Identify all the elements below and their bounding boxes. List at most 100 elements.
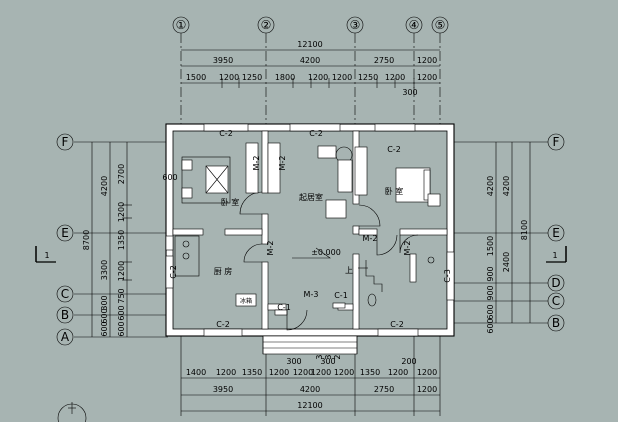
dim-bottom-detail-5: 1200 xyxy=(293,368,313,377)
label-c3: C-3 xyxy=(443,269,452,283)
axis-A-left: A xyxy=(61,330,70,344)
dim-bottom-small-1: 300 xyxy=(286,357,301,366)
dim-top-detail-2: 1200 xyxy=(219,73,239,82)
axis-E-right: E xyxy=(552,226,560,240)
dim-right-detail-3: 900 xyxy=(486,266,495,281)
dim-top-detail-5: 1200 xyxy=(308,73,328,82)
dim-bottom-small-2: 300 xyxy=(320,357,335,366)
section-mark-left: 1 xyxy=(44,251,49,260)
left-axis-markers: F E C B A xyxy=(56,133,74,346)
label-c2-top-right: C-2 xyxy=(387,145,401,154)
room-label-bedroom-right: 卧 室 xyxy=(385,186,404,196)
dim-right-bottom: 600 xyxy=(486,318,495,333)
label-m2-4: M-2 xyxy=(363,234,378,243)
label-c2-bottom-left: C-2 xyxy=(216,320,230,329)
label-c1-left: C-1 xyxy=(277,303,291,312)
label-m2-5: M-2 xyxy=(403,241,412,256)
entry-steps xyxy=(262,335,358,355)
dim-right-mid-2: 2400 xyxy=(502,252,511,272)
label-m2-3: M-2 xyxy=(266,241,275,256)
dim-left-mid-2: 3300 xyxy=(100,260,109,280)
dim-top-detail-8: 1200 xyxy=(385,73,405,82)
dim-bottom-detail-3: 1350 xyxy=(242,368,262,377)
dim-left-detail-3: 1350 xyxy=(117,230,126,250)
dim-left-small-1: 300 xyxy=(100,295,109,310)
dim-top-mid-4: 1200 xyxy=(417,56,437,65)
axis-B-left: B xyxy=(61,308,69,322)
section-mark-right: 1 xyxy=(552,251,557,260)
label-m2-2: M-2 xyxy=(278,156,287,171)
dim-left-small-3: 600 xyxy=(100,321,109,336)
axis-F-left: F xyxy=(62,135,69,149)
dim-top-detail-3: 1250 xyxy=(242,73,262,82)
room-label-fridge: 冰箱 xyxy=(240,297,252,305)
stair-up-label: 上 xyxy=(345,266,353,275)
top-dimensions: 12100 3950 4200 2750 1200 1500 1200 1250… xyxy=(181,40,440,97)
dim-bottom-detail-8: 1350 xyxy=(360,368,380,377)
north-arrow-icon xyxy=(57,402,87,422)
dim-bottom-total: 12100 xyxy=(297,401,322,410)
bottom-dimensions: 1400 1200 1350 1200 1200 1200 1200 1350 … xyxy=(181,344,440,412)
dim-left-detail-7: 600 xyxy=(117,321,126,336)
dim-right-detail-5: 600 xyxy=(486,304,495,319)
axis-B-right: B xyxy=(552,316,560,330)
dim-bottom-detail-6: 1200 xyxy=(311,368,331,377)
dim-right-detail-1: 4200 xyxy=(486,176,495,196)
dim-bottom-detail-4: 1200 xyxy=(269,368,289,377)
dim-bottom-mid-2: 4200 xyxy=(300,385,320,394)
room-label-bedroom-left: 卧 室 xyxy=(221,197,240,207)
axis-E-left: E xyxy=(61,226,69,240)
section-marks: 1 1 xyxy=(35,246,567,263)
axis-3-label: ③ xyxy=(350,18,361,32)
label-m3: M-3 xyxy=(304,290,319,299)
axis-4-label: ④ xyxy=(409,18,420,32)
right-axis-markers: F E D C B xyxy=(547,133,565,332)
axis-1-label: ① xyxy=(176,18,187,32)
dim-right-detail-4: 900 xyxy=(486,285,495,300)
axis-D-right: D xyxy=(551,276,560,290)
dim-left-detail-2: 1200 xyxy=(117,202,126,222)
label-m2-1: M-2 xyxy=(252,156,261,171)
dim-bottom-detail-9: 1200 xyxy=(388,368,408,377)
dim-bottom-mid-3: 2750 xyxy=(374,385,394,394)
stair xyxy=(358,260,383,292)
label-c2-bottom-right: C-2 xyxy=(390,320,404,329)
dim-bottom-detail-7: 1200 xyxy=(334,368,354,377)
label-c2-side: C-2 xyxy=(169,265,178,279)
dim-left-600: 600 xyxy=(162,173,177,182)
dim-bottom-detail-2: 1200 xyxy=(216,368,236,377)
interior-walls xyxy=(172,130,448,330)
axis-C-left: C xyxy=(61,287,69,301)
top-axis-markers: ① ② ③ ④ ⑤ xyxy=(172,16,449,34)
label-c2-top-mid: C-2 xyxy=(309,129,323,138)
dim-bottom-detail-10: 1200 xyxy=(417,368,437,377)
right-dimensions: 4200 1500 900 900 600 4200 2400 8100 600 xyxy=(486,142,531,334)
axis-grid-lines xyxy=(74,33,548,416)
dim-left-detail-6: 600 xyxy=(117,305,126,320)
dim-top-detail-9: 1200 xyxy=(417,73,437,82)
dim-right-detail-2: 1500 xyxy=(486,236,495,256)
label-c1-right: C-1 xyxy=(334,291,348,300)
windows xyxy=(165,123,455,337)
room-label-living: 起居室 xyxy=(299,192,323,202)
dim-bottom-mid-1: 3950 xyxy=(213,385,233,394)
dim-bottom-small-3: 200 xyxy=(401,357,416,366)
dim-bottom-mid-4: 1200 xyxy=(417,385,437,394)
dim-top-detail-1: 1500 xyxy=(186,73,206,82)
dim-bottom-detail-1: 1400 xyxy=(186,368,206,377)
axis-F-right: F xyxy=(553,135,560,149)
dim-top-extra: 300 xyxy=(402,88,417,97)
room-label-kitchen: 厨 房 xyxy=(214,266,233,276)
dim-left-detail-1: 2700 xyxy=(117,164,126,184)
dim-top-mid-3: 2750 xyxy=(374,56,394,65)
dim-top-mid-1: 3950 xyxy=(213,56,233,65)
dim-left-detail-5: 750 xyxy=(117,288,126,303)
opening-codes: C-2 C-2 C-2 C-2 C-2 C-2 C-1 C-1 C-3 M-2 … xyxy=(169,129,452,329)
axis-C-right: C xyxy=(552,294,560,308)
dim-top-detail-6: 1200 xyxy=(332,73,352,82)
dim-left-small-2: 600 xyxy=(100,308,109,323)
dim-left-mid-1: 4200 xyxy=(100,176,109,196)
dim-right-mid-1: 4200 xyxy=(502,176,511,196)
dim-right-total: 8100 xyxy=(520,220,529,240)
